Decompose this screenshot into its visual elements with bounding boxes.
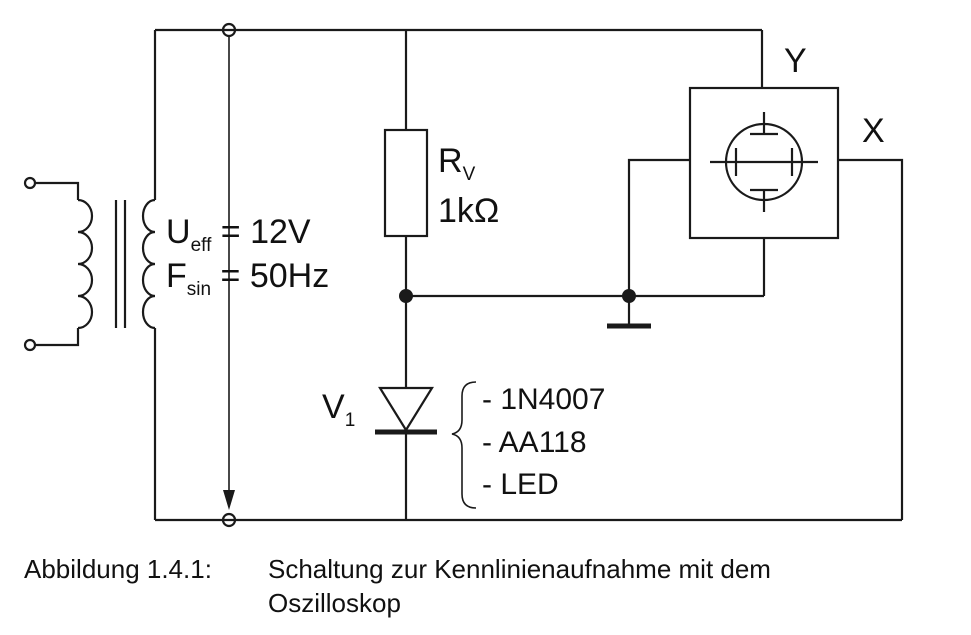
terminal-top — [221, 22, 237, 38]
junction-dot-left — [399, 289, 413, 303]
primary-lead-bottom — [35, 328, 80, 347]
caption-text: Schaltung zur Kennlinienaufnahme mit dem… — [268, 554, 771, 618]
primary-terminal-bottom — [23, 338, 37, 352]
diode-variant-2: - AA118 — [482, 426, 587, 459]
primary-lead-top — [35, 181, 80, 200]
terminal-bottom — [221, 512, 237, 528]
osc-x-lead — [838, 158, 904, 520]
diode-name: V1 — [322, 388, 355, 431]
primary-coil — [77, 198, 94, 330]
diode-variant-1: - 1N4007 — [482, 383, 605, 416]
u-eff-label: Ueff = 12V — [166, 213, 311, 256]
caption-number: Abbildung 1.4.1: — [24, 554, 212, 584]
crt-tube-icon — [710, 112, 818, 212]
resistor-rv — [383, 128, 429, 238]
diode-triangle — [378, 386, 434, 433]
osc-x-label: X — [862, 112, 885, 150]
f-sin-label: Fsin = 50Hz — [166, 257, 329, 300]
secondary-coil — [141, 198, 156, 330]
resistor-value: 1kΩ — [438, 192, 499, 230]
osc-y-label: Y — [784, 42, 807, 80]
resistor-name: RV — [438, 142, 476, 185]
primary-terminal-top — [23, 176, 37, 190]
osc-ground-wire — [627, 158, 690, 296]
variants-brace — [451, 381, 477, 509]
diode-variant-3: - LED — [482, 468, 559, 501]
voltage-arrow-head — [223, 490, 235, 510]
circuit-schematic: Ueff = 12V Fsin = 50Hz RV 1kΩ V1 - 1N400… — [23, 22, 904, 528]
